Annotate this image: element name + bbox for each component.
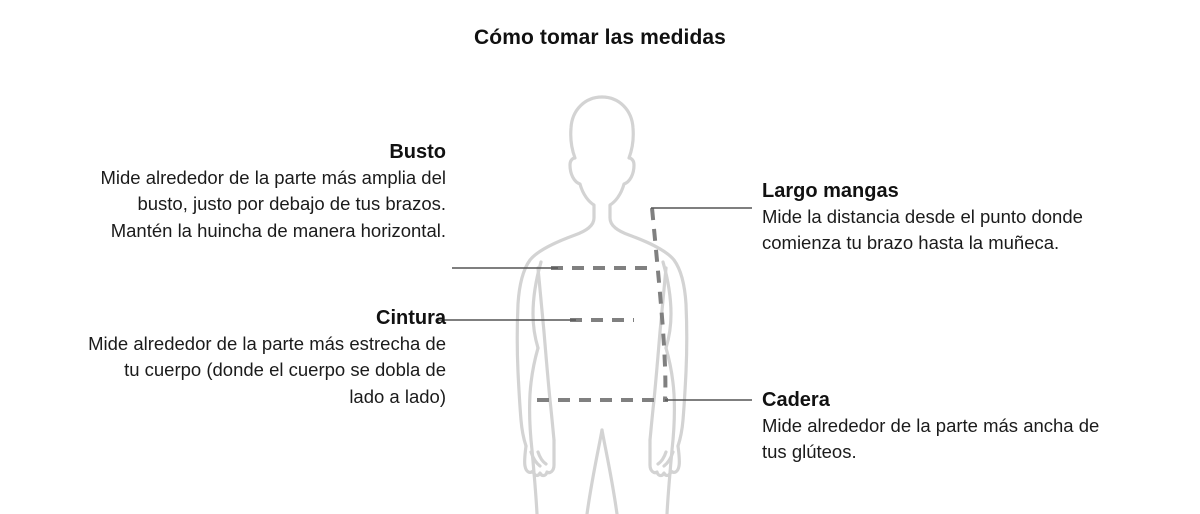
measurement-description-busto: Mide alrededor de la parte más amplia de… (100, 167, 446, 241)
measurement-description-cadera: Mide alrededor de la parte más ancha de … (762, 415, 1100, 463)
leader-lines (437, 207, 752, 401)
page-title: Cómo tomar las medidas (474, 26, 726, 49)
sleeve-dashed-line (650, 207, 668, 401)
measurement-heading-cadera: Cadera (762, 389, 830, 411)
measurement-dashed-lines (537, 207, 668, 402)
measurement-block-cadera: Cadera Mide alrededor de la parte más an… (762, 388, 1102, 466)
measurement-block-busto: Busto Mide alrededor de la parte más amp… (86, 140, 446, 244)
silhouette-outline (515, 95, 689, 514)
measurement-heading-largo-mangas: Largo mangas (762, 180, 899, 202)
measurement-heading-cintura: Cintura (376, 307, 446, 329)
measurement-heading-busto: Busto (389, 141, 446, 163)
measurement-description-cintura: Mide alrededor de la parte más estrecha … (88, 333, 446, 407)
measurement-description-largo-mangas: Mide la distancia desde el punto donde c… (762, 206, 1083, 254)
measurement-block-cintura: Cintura Mide alrededor de la parte más e… (86, 306, 446, 410)
measurement-block-largo-mangas: Largo mangas Mide la distancia desde el … (762, 179, 1112, 257)
